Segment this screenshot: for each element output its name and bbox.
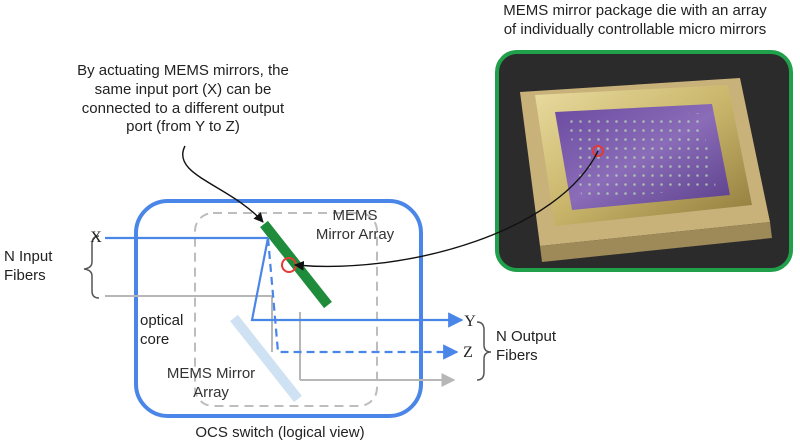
annotation-line: same input port (X) can be (94, 80, 272, 98)
input-fibers-line: N Input (4, 248, 53, 265)
caption-line: MEMS mirror package die with an array (503, 2, 767, 19)
port-z-label: Z (463, 344, 473, 361)
mems-top-line: Mirror Array (315, 225, 395, 243)
port-x-label: X (90, 229, 102, 246)
caption-line: of individually controllable micro mirro… (503, 20, 767, 38)
annotation-arrow (182, 145, 264, 223)
mems-mirror-bottom (230, 314, 302, 403)
mems-top-label: MEMS Mirror Array (305, 207, 405, 245)
optical-core-line: core (140, 330, 170, 348)
output-fibers-label: N Output Fibers (496, 328, 596, 366)
input-fibers-line: Fibers (4, 266, 46, 284)
port-y-label: Y (464, 313, 476, 330)
inactive-paths (105, 295, 456, 387)
actuation-annotation: By actuating MEMS mirrors, the same inpu… (38, 62, 328, 137)
input-fibers-brace (83, 235, 100, 299)
switch-caption: OCS switch (logical view) (195, 424, 365, 441)
annotation-line: connected to a different output (81, 99, 285, 117)
active-beam-paths (105, 236, 464, 328)
output-fibers-line: Fibers (496, 346, 538, 364)
output-fibers-brace (476, 321, 492, 381)
mems-package-photo (495, 50, 793, 272)
mems-bottom-label: MEMS Mirror Array (146, 365, 276, 403)
annotation-line: By actuating MEMS mirrors, the (77, 62, 289, 79)
optical-core-line: optical (140, 312, 184, 329)
ocs-switch-box (134, 199, 423, 418)
mems-bottom-line: MEMS Mirror (166, 365, 256, 382)
annotation-line: port (from Y to Z) (126, 118, 240, 136)
optical-core-label: optical core (140, 312, 210, 350)
mems-bottom-line: Array (193, 383, 229, 401)
mems-top-line: MEMS (332, 207, 378, 224)
input-fibers-label: N Input Fibers (4, 248, 84, 286)
package-caption: MEMS mirror package die with an array of… (460, 2, 800, 40)
output-fibers-line: N Output (496, 328, 557, 345)
photo-link-arrow (294, 150, 599, 271)
